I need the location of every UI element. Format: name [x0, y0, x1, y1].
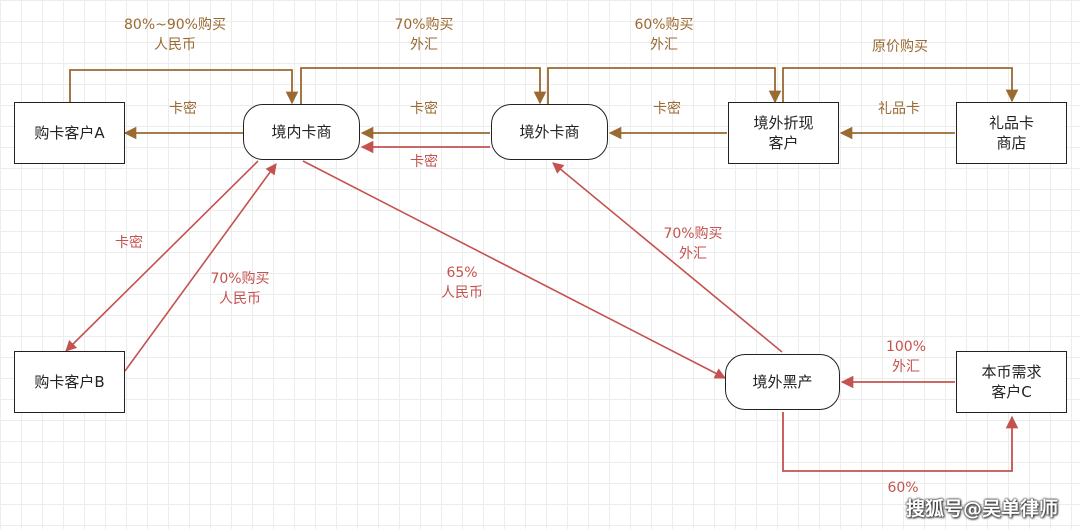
- node-overseas-dealer-label: 境外卡商: [519, 122, 580, 141]
- label-cashout-to-overseas: 卡密: [653, 100, 681, 120]
- node-overseas-cashout: 境外折现 客户: [728, 102, 839, 164]
- label-a-to-domestic-1: 80%~90%购买: [124, 17, 226, 33]
- label-c-to-black: 100% 外汇: [886, 338, 926, 377]
- label-domestic-to-a: 卡密: [169, 100, 197, 120]
- node-overseas-cashout-label-2: 客户: [768, 134, 799, 152]
- label-domestic-to-black-1: 65%: [446, 265, 478, 281]
- label-overseas-to-domestic-red: 卡密: [410, 153, 438, 173]
- label-black-to-overseas: 70%购买 外汇: [663, 225, 722, 264]
- label-overseas-to-domestic-brown: 卡密: [410, 100, 438, 120]
- node-domestic-dealer-label: 境内卡商: [271, 122, 332, 141]
- node-demand-c: 本币需求 客户C: [956, 351, 1067, 413]
- node-overseas-dealer: 境外卡商: [491, 104, 608, 160]
- node-gift-store: 礼品卡 商店: [956, 102, 1067, 164]
- label-b-to-domestic: 70%购买 人民币: [210, 270, 269, 309]
- label-cashout-to-store: 原价购买: [872, 38, 928, 58]
- node-gift-store-label-2: 商店: [996, 134, 1027, 152]
- node-overseas-black: 境外黑产: [725, 354, 840, 410]
- node-demand-c-label-2: 客户C: [991, 383, 1032, 401]
- node-demand-c-label-1: 本币需求: [981, 362, 1042, 381]
- label-black-to-c: 60%: [887, 479, 918, 499]
- label-overseas-to-domestic-red-1: 卡密: [410, 154, 438, 170]
- node-buyer-b-label: 购卡客户B: [34, 372, 105, 391]
- label-domestic-to-a-1: 卡密: [169, 101, 197, 117]
- label-store-to-cashout: 礼品卡: [878, 100, 920, 120]
- label-domestic-to-black-2: 人民币: [441, 284, 483, 301]
- edge-black-to-overseas: [552, 162, 783, 353]
- label-overseas-to-cashout-1: 60%购买: [634, 17, 694, 33]
- label-a-to-domestic-2: 人民币: [154, 36, 196, 53]
- label-black-to-overseas-2: 外汇: [679, 245, 707, 262]
- node-overseas-black-label: 境外黑产: [752, 372, 813, 391]
- node-domestic-dealer: 境内卡商: [243, 104, 360, 160]
- label-domestic-to-overseas-1: 70%购买: [394, 17, 454, 33]
- label-domestic-to-overseas-2: 外汇: [410, 36, 438, 53]
- node-overseas-cashout-label-1: 境外折现: [753, 113, 814, 132]
- edge-domestic-to-overseas: [300, 67, 547, 105]
- label-b-to-domestic-1: 70%购买: [210, 271, 270, 287]
- label-overseas-to-domestic-brown-1: 卡密: [410, 101, 438, 117]
- edge-domestic-to-b: [65, 160, 259, 352]
- label-black-to-c-1: 60%: [887, 480, 919, 496]
- label-black-to-overseas-1: 70%购买: [663, 226, 723, 242]
- edge-domestic-to-black: [302, 160, 726, 379]
- node-gift-store-label-1: 礼品卡: [988, 113, 1034, 132]
- label-a-to-domestic: 80%~90%购买 人民币: [124, 16, 226, 55]
- label-cashout-to-overseas-1: 卡密: [653, 101, 681, 117]
- label-cashout-to-store-1: 原价购买: [872, 39, 928, 55]
- edge-b-to-domestic: [124, 163, 277, 372]
- label-c-to-black-1: 100%: [885, 339, 927, 355]
- label-c-to-black-2: 外汇: [892, 358, 920, 375]
- label-domestic-to-black: 65% 人民币: [441, 264, 483, 303]
- edge-a-to-domestic: [69, 69, 299, 105]
- node-buyer-b: 购卡客户B: [14, 351, 125, 413]
- label-b-to-domestic-2: 人民币: [219, 290, 261, 307]
- edge-black-to-c: [782, 412, 1019, 472]
- label-store-to-cashout-1: 礼品卡: [878, 101, 920, 117]
- label-overseas-to-cashout: 60%购买 外汇: [634, 16, 693, 55]
- edge-cashout-to-store: [782, 67, 1019, 103]
- label-overseas-to-cashout-2: 外汇: [650, 36, 678, 53]
- watermark: 搜狐号@吴单律师: [905, 498, 1058, 520]
- node-buyer-a: 购卡客户A: [14, 102, 125, 164]
- node-buyer-a-label: 购卡客户A: [34, 123, 105, 142]
- label-domestic-to-b-1: 卡密: [115, 235, 143, 251]
- label-domestic-to-overseas: 70%购买 外汇: [394, 16, 453, 55]
- edge-overseas-to-cashout: [547, 67, 782, 104]
- label-domestic-to-b: 卡密: [115, 234, 143, 254]
